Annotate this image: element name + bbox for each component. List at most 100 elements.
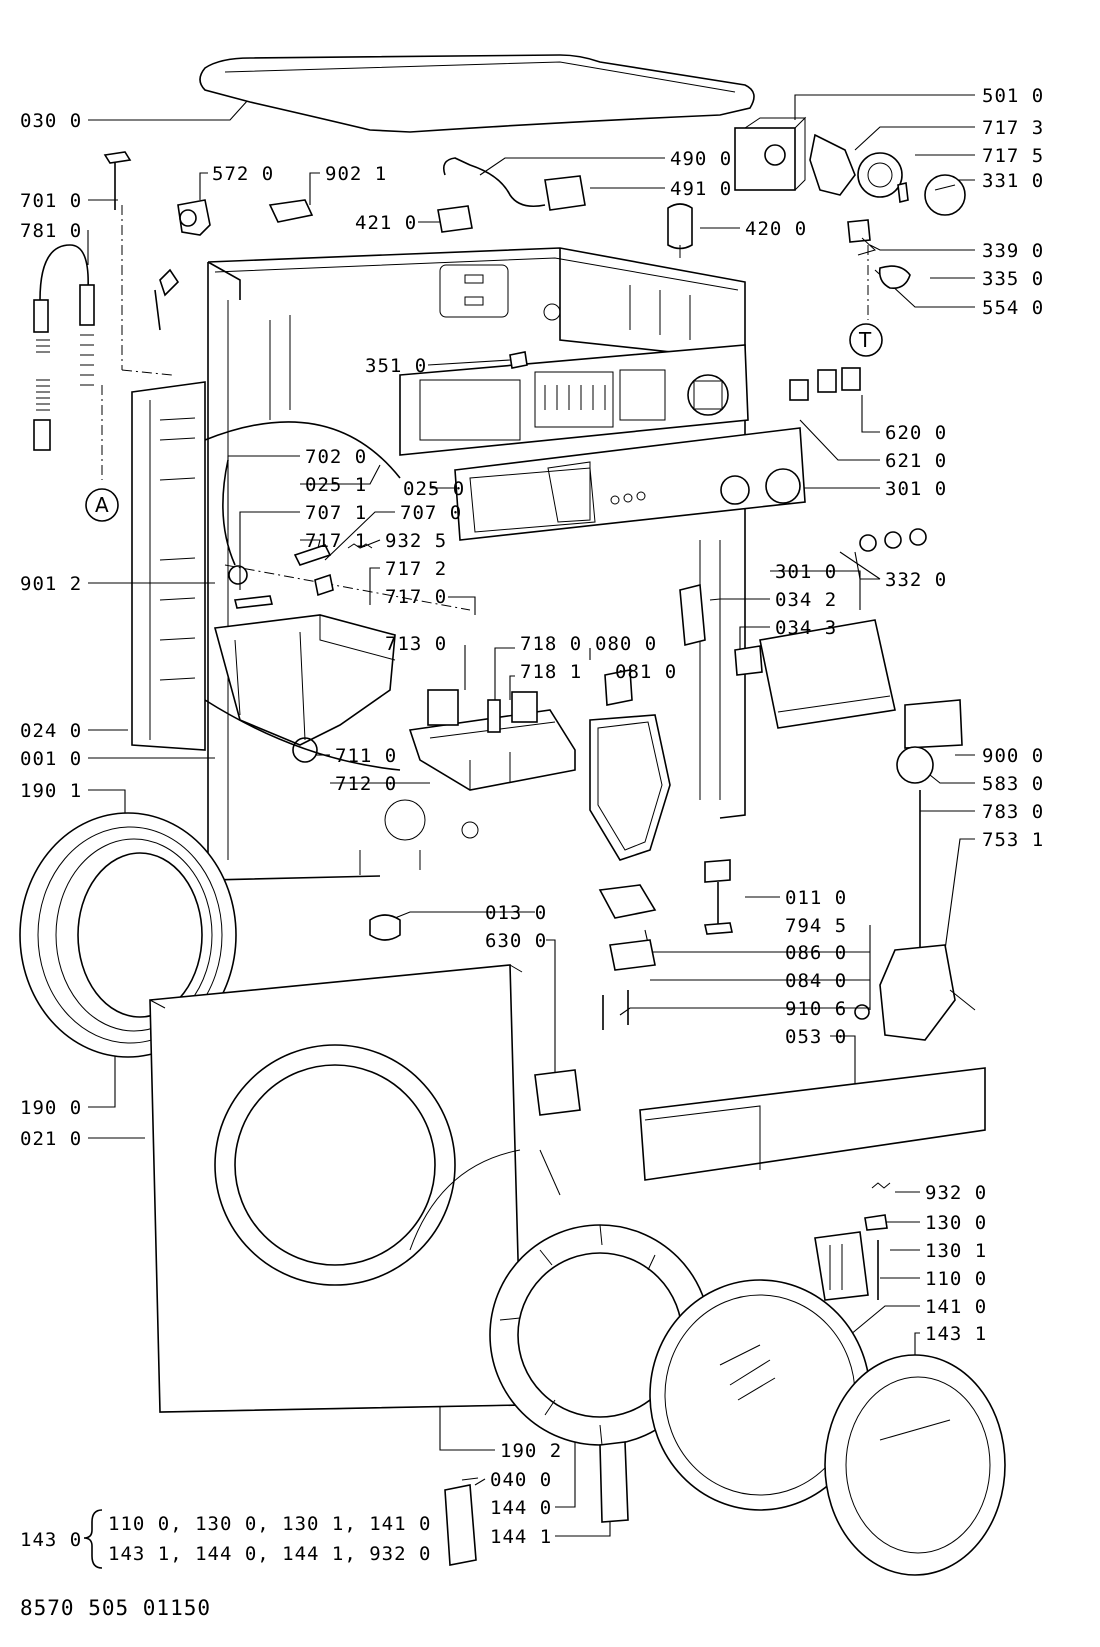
- label-080-0: 080 0: [595, 633, 657, 655]
- drawer-712: [408, 709, 576, 791]
- label-331-0: 331 0: [982, 170, 1044, 192]
- part-717-1: [293, 544, 332, 566]
- label-702-0: 702 0: [305, 446, 367, 468]
- label-900-0: 900 0: [982, 745, 1044, 767]
- label-717-0: 717 0: [385, 586, 447, 608]
- label-084-0: 084 0: [785, 970, 847, 992]
- label-025-0: 025 0: [403, 478, 465, 500]
- label-932-0: 932 0: [925, 1182, 987, 1204]
- foot-013: [369, 914, 401, 941]
- label-143-1: 143 1: [925, 1323, 987, 1345]
- part-491: [544, 175, 586, 211]
- label-717-2: 717 2: [385, 558, 447, 580]
- kit-parts-line1: 110 0, 130 0, 130 1, 141 0: [108, 1513, 431, 1535]
- callout-circle-t: [849, 323, 883, 357]
- label-717-1: 717 1: [305, 530, 367, 552]
- cutaway-curve: [204, 421, 401, 479]
- part-707-0: [314, 573, 334, 597]
- part-335: [878, 265, 911, 290]
- pin-707-1: [234, 595, 273, 609]
- part-144: [599, 1441, 629, 1523]
- label-144-1: 144 1: [490, 1526, 552, 1548]
- part-301-cover: [759, 619, 896, 729]
- label-040-0: 040 0: [490, 1469, 552, 1491]
- label-335-0: 335 0: [982, 268, 1044, 290]
- label-490-0: 490 0: [670, 148, 732, 170]
- bracket-717-3: [809, 133, 856, 196]
- kit-id-143-0: 143 0: [20, 1529, 82, 1551]
- label-030-0: 030 0: [20, 110, 82, 132]
- dial-717-5: [857, 152, 903, 198]
- label-901-2: 901 2: [20, 573, 82, 595]
- label-711-0: 711 0: [335, 745, 397, 767]
- callout-circle-a: [85, 488, 119, 522]
- label-024-0: 024 0: [20, 720, 82, 742]
- hinge-pin-130: [864, 1214, 888, 1231]
- label-301-0-panel: 301 0: [885, 478, 947, 500]
- label-707-1: 707 1: [305, 502, 367, 524]
- label-021-0: 021 0: [20, 1128, 82, 1150]
- label-141-0: 141 0: [925, 1296, 987, 1318]
- power-cord-490: [442, 157, 546, 208]
- label-718-0: 718 0: [520, 633, 582, 655]
- label-081-0: 081 0: [615, 661, 677, 683]
- knobs-332: [859, 534, 877, 552]
- label-910-6: 910 6: [785, 998, 847, 1020]
- spring: [539, 1149, 561, 1196]
- label-025-1: 025 1: [305, 474, 367, 496]
- callout-t-letter: T: [858, 328, 872, 352]
- hinge-040: [444, 1484, 477, 1566]
- label-110-0: 110 0: [925, 1268, 987, 1290]
- label-620-0: 620 0: [885, 422, 947, 444]
- part-713: [427, 689, 459, 726]
- label-713-0: 713 0: [385, 633, 447, 655]
- label-144-0: 144 0: [490, 1497, 552, 1519]
- label-421-0: 421 0: [355, 212, 417, 234]
- door-lock-630: [534, 1069, 581, 1116]
- label-783-0: 783 0: [982, 801, 1044, 823]
- label-034-2: 034 2: [775, 589, 837, 611]
- label-701-0: 701 0: [20, 190, 82, 212]
- label-491-0: 491 0: [670, 178, 732, 200]
- spring-932-5: [347, 543, 373, 549]
- label-086-0: 086 0: [785, 942, 847, 964]
- label-013-0: 013 0: [485, 902, 547, 924]
- label-053-0: 053 0: [785, 1026, 847, 1048]
- label-753-1: 753 1: [982, 829, 1044, 851]
- capacitor-420: [667, 203, 693, 250]
- part-620: [789, 379, 809, 401]
- part-034-3: [734, 645, 763, 676]
- label-712-0: 712 0: [335, 773, 397, 795]
- label-707-0: 707 0: [400, 502, 462, 524]
- kit-brace: [83, 1509, 103, 1569]
- bracket-086: [598, 884, 657, 919]
- part-081: [604, 669, 633, 706]
- label-794-5: 794 5: [785, 915, 847, 937]
- label-011-0: 011 0: [785, 887, 847, 909]
- screws-910: [602, 990, 629, 1030]
- part-554: [847, 219, 871, 243]
- label-001-0: 001 0: [20, 748, 82, 770]
- label-130-1: 130 1: [925, 1240, 987, 1262]
- hose-bend: [154, 268, 180, 331]
- drawing-number: 8570 505 01150: [20, 1596, 211, 1620]
- label-501-0: 501 0: [982, 85, 1044, 107]
- screw-701: [103, 151, 132, 210]
- knob-331: [924, 174, 966, 216]
- front-panel-021: [149, 964, 523, 1413]
- label-130-0: 130 0: [925, 1212, 987, 1234]
- foot-011: [704, 859, 731, 883]
- part-902: [268, 199, 314, 223]
- label-630-0: 630 0: [485, 930, 547, 952]
- label-902-1: 902 1: [325, 163, 387, 185]
- label-717-5: 717 5: [982, 145, 1044, 167]
- part-351: [509, 351, 528, 369]
- label-420-0: 420 0: [745, 218, 807, 240]
- label-554-0: 554 0: [982, 297, 1044, 319]
- part-labels: 030 0 501 0 717 3 717 5 331 0 572 0 902 …: [20, 85, 1044, 1620]
- label-781-0: 781 0: [20, 220, 82, 242]
- part-718-0: [487, 699, 501, 733]
- label-190-0: 190 0: [20, 1097, 82, 1119]
- label-190-1: 190 1: [20, 780, 82, 802]
